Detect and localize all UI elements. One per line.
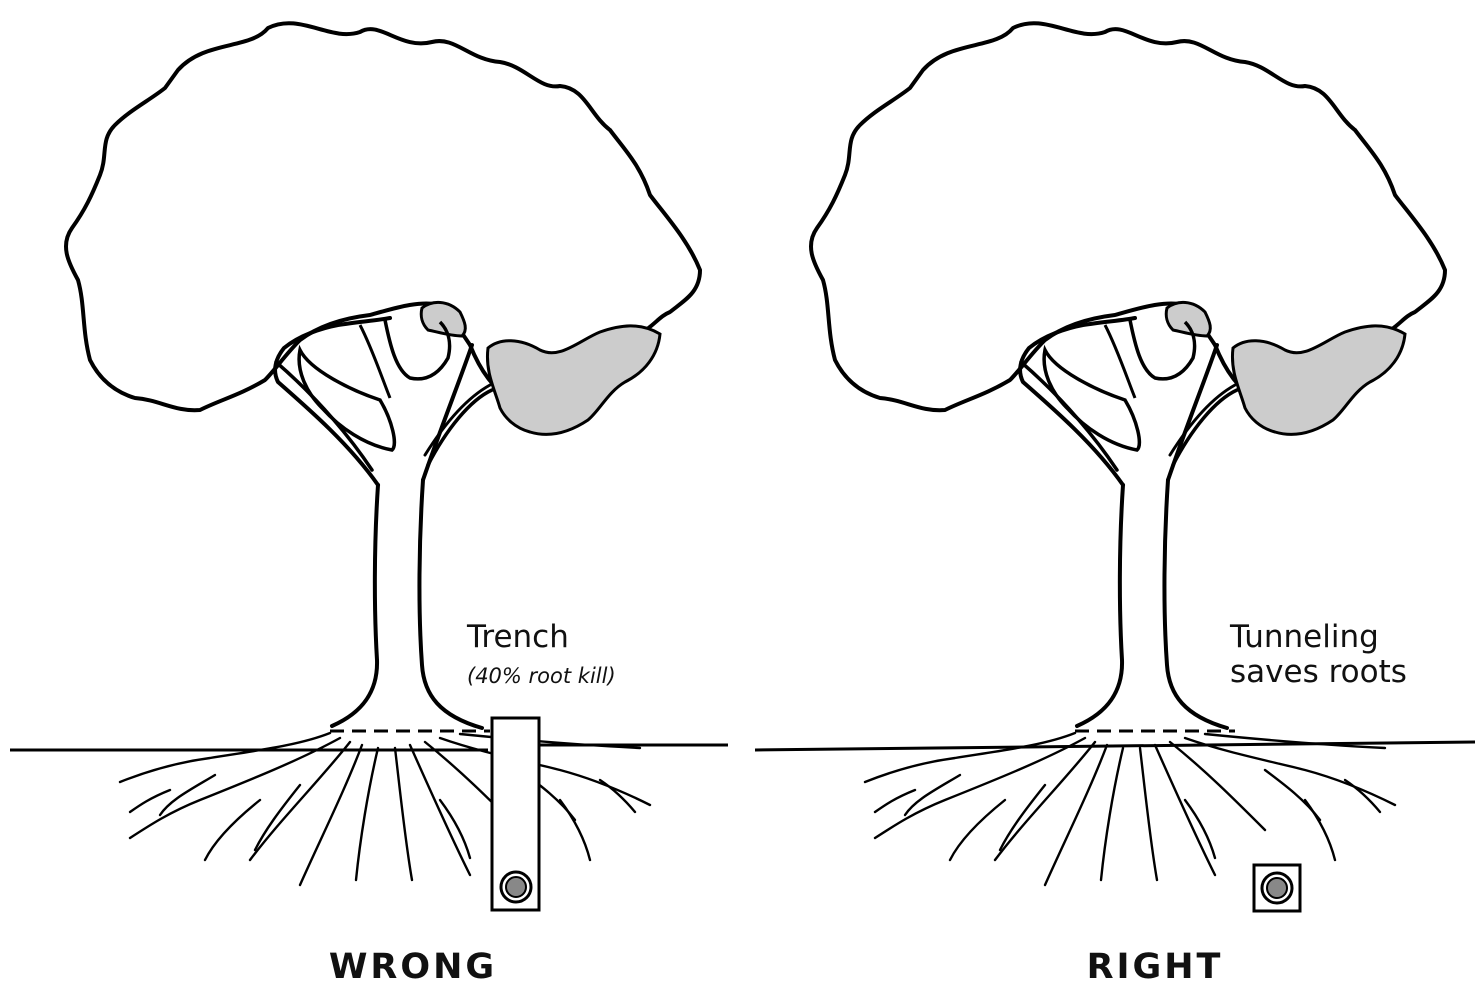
right-panel: Tunneling saves roots RIGHT bbox=[755, 23, 1475, 984]
right-caption: RIGHT bbox=[1087, 947, 1224, 984]
root-kill-label: (40% root kill) bbox=[467, 664, 616, 688]
pipe-icon bbox=[506, 877, 526, 897]
tree-illustration bbox=[66, 23, 700, 731]
wrong-panel: Trench (40% root kill) WRONG bbox=[10, 23, 728, 984]
saves-roots-label: saves roots bbox=[1230, 654, 1407, 690]
trench-label: Trench bbox=[466, 619, 569, 655]
pipe-icon bbox=[1267, 878, 1287, 898]
root-system bbox=[120, 733, 650, 885]
root-system bbox=[865, 733, 1395, 885]
tunneling-label: Tunneling bbox=[1229, 619, 1379, 655]
wrong-caption: WRONG bbox=[329, 947, 497, 984]
